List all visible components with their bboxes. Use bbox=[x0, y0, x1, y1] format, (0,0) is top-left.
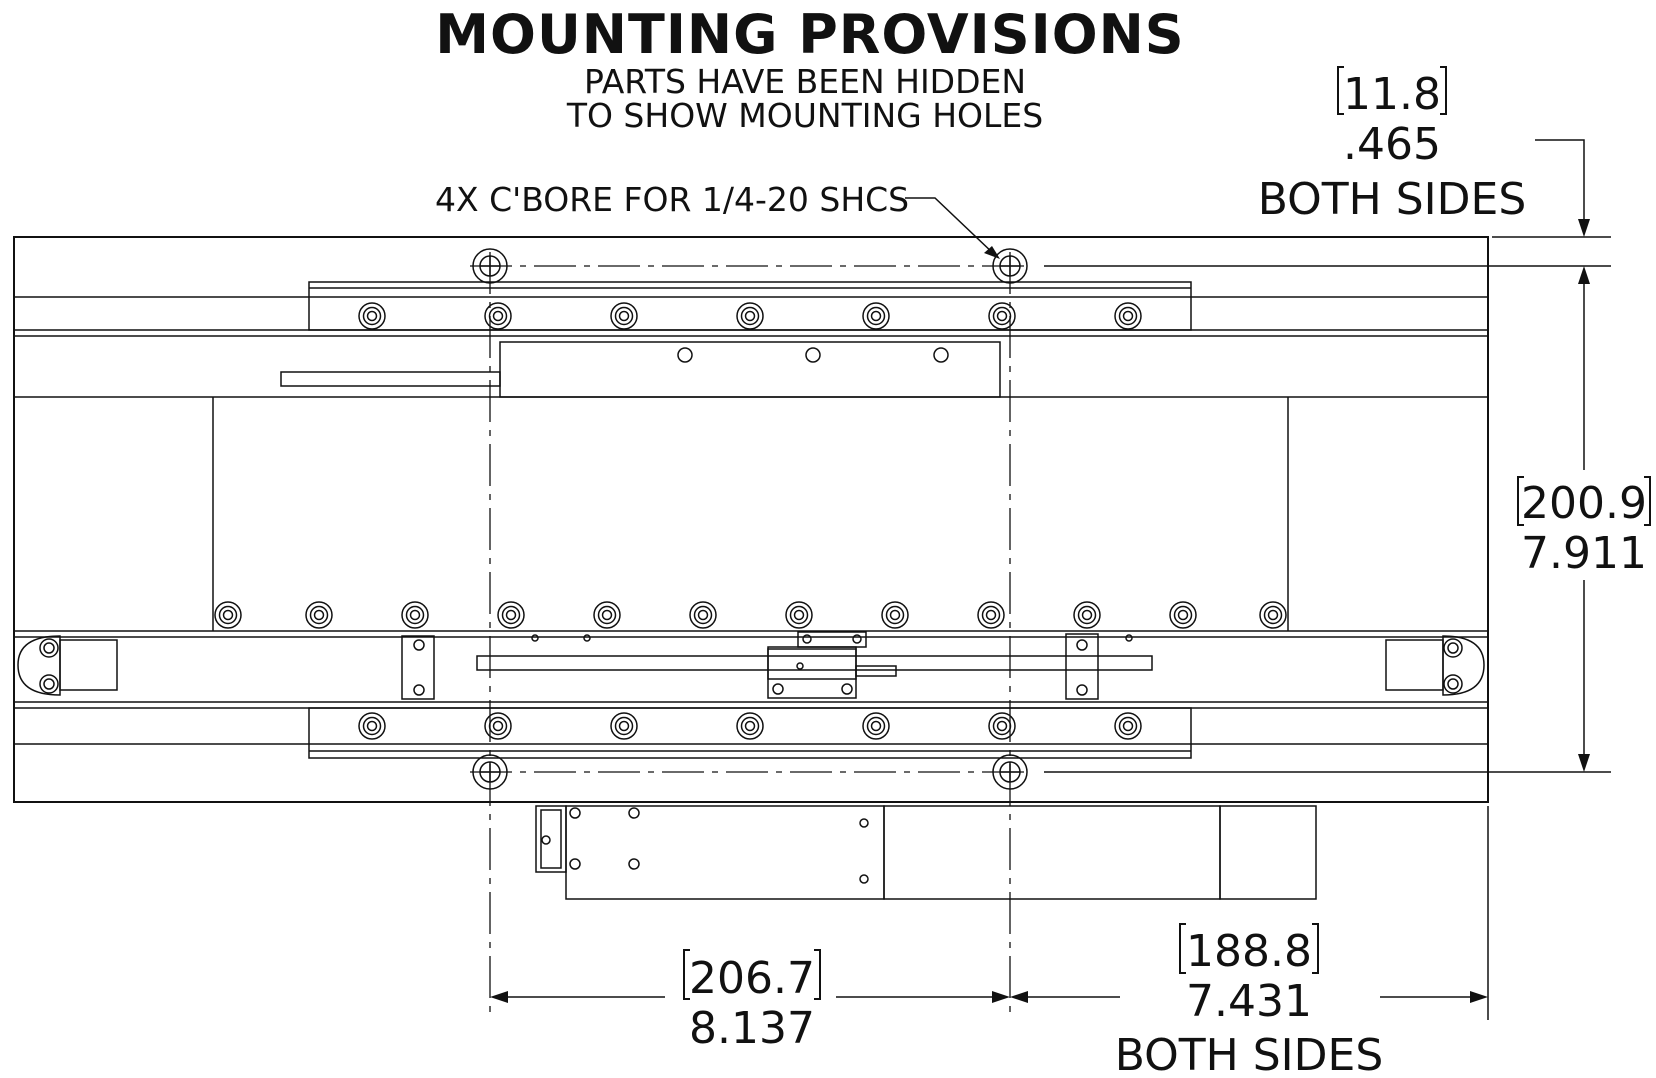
socket-head-screw bbox=[610, 712, 638, 740]
socket-head-screw bbox=[881, 601, 909, 629]
height-metric: 200.9 bbox=[1521, 478, 1647, 529]
socket-head-screw bbox=[977, 601, 1005, 629]
socket-head-screw bbox=[1114, 302, 1142, 330]
spacing-metric: 206.7 bbox=[689, 953, 815, 1004]
end-cap-right bbox=[1385, 635, 1485, 696]
counterbore-callout: 4X C'BORE FOR 1/4-20 SHCS bbox=[435, 180, 909, 219]
socket-head-screw bbox=[988, 712, 1016, 740]
height-imperial: 7.911 bbox=[1521, 528, 1647, 579]
subtitle-line-2: TO SHOW MOUNTING HOLES bbox=[566, 96, 1043, 135]
dimension-top-offset bbox=[1044, 66, 1611, 267]
dimension-edge bbox=[1010, 806, 1489, 1020]
screw-row-middle bbox=[214, 601, 1287, 629]
socket-head-screw bbox=[358, 302, 386, 330]
socket-head-screw bbox=[593, 601, 621, 629]
socket-head-screw bbox=[484, 712, 512, 740]
counterbore-hole bbox=[472, 754, 508, 790]
screw-row-top bbox=[358, 302, 1142, 330]
socket-head-screw bbox=[1259, 601, 1287, 629]
callout-leader bbox=[905, 197, 1000, 259]
socket-head-screw bbox=[736, 712, 764, 740]
top-offset-imperial: .465 bbox=[1343, 119, 1441, 170]
top-offset-note: BOTH SIDES bbox=[1258, 174, 1527, 225]
edge-note: BOTH SIDES bbox=[1115, 1030, 1384, 1078]
socket-head-screw bbox=[358, 712, 386, 740]
socket-head-screw bbox=[214, 601, 242, 629]
socket-head-screw bbox=[736, 302, 764, 330]
drawing-title: MOUNTING PROVISIONS bbox=[435, 3, 1184, 66]
counterbore-holes bbox=[472, 248, 1028, 790]
edge-imperial: 7.431 bbox=[1186, 976, 1312, 1027]
dimension-hole-spacing bbox=[490, 949, 1010, 1003]
dimension-height bbox=[1044, 266, 1651, 773]
socket-head-screw bbox=[689, 601, 717, 629]
carriage-outline bbox=[13, 236, 1489, 803]
counterbore-hole bbox=[992, 754, 1028, 790]
spacing-imperial: 8.137 bbox=[689, 1003, 815, 1054]
subtitle-line-1: PARTS HAVE BEEN HIDDEN bbox=[584, 62, 1026, 101]
socket-head-screw bbox=[401, 601, 429, 629]
edge-metric: 188.8 bbox=[1186, 926, 1312, 977]
socket-head-screw bbox=[785, 601, 813, 629]
socket-head-screw bbox=[484, 302, 512, 330]
inner-block-holes bbox=[677, 347, 949, 363]
counterbore-hole bbox=[472, 248, 508, 284]
socket-head-screw bbox=[862, 302, 890, 330]
socket-head-screw bbox=[1073, 601, 1101, 629]
sensor-mechanism bbox=[401, 631, 1153, 700]
top-offset-metric: 11.8 bbox=[1343, 69, 1441, 120]
socket-head-screw bbox=[1114, 712, 1142, 740]
socket-head-screw bbox=[988, 302, 1016, 330]
end-cap-left bbox=[17, 635, 118, 696]
center-lines bbox=[470, 252, 1030, 1015]
socket-head-screw bbox=[610, 302, 638, 330]
socket-head-screw bbox=[497, 601, 525, 629]
socket-head-screw bbox=[1169, 601, 1197, 629]
counterbore-hole bbox=[992, 248, 1028, 284]
socket-head-screw bbox=[305, 601, 333, 629]
cable-carrier bbox=[535, 805, 1317, 900]
screw-row-bottom bbox=[358, 712, 1142, 740]
socket-head-screw bbox=[862, 712, 890, 740]
